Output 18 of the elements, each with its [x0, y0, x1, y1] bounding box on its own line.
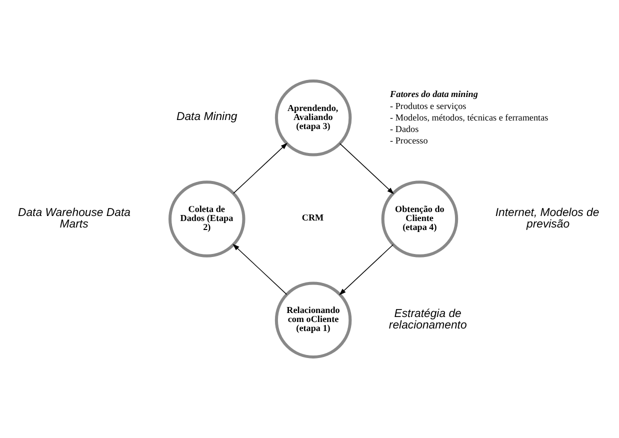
label: CRM — [302, 212, 324, 223]
arrow — [232, 244, 288, 295]
node-label: Estratégia de relacionamento — [388, 308, 467, 332]
node-circle: Obtenção do Cliente (etapa 4) — [381, 180, 458, 258]
label: Fatores do data mining — [390, 89, 478, 100]
node-circle: Coleta de Dados (Etapa 2) — [168, 180, 246, 258]
arrow — [340, 143, 394, 194]
node-label: Data Mining — [176, 110, 238, 123]
arrow — [233, 142, 288, 194]
node-label: Data Warehouse Data Marts — [18, 206, 130, 230]
node-circle: Relacionando com oCliente (etapa 1) — [274, 282, 352, 358]
node-circle: Aprendendo, Avaliando (etapa 3) — [274, 80, 352, 156]
label: - Dados — [390, 124, 419, 134]
label: - Processo — [390, 135, 428, 146]
node-label: Internet, Modelos de previsão — [495, 206, 600, 230]
arrow — [339, 244, 394, 296]
label: - Produtos e serviços — [390, 101, 466, 112]
label: - Modelos, métodos, técnicas e ferramentas — [390, 112, 548, 123]
